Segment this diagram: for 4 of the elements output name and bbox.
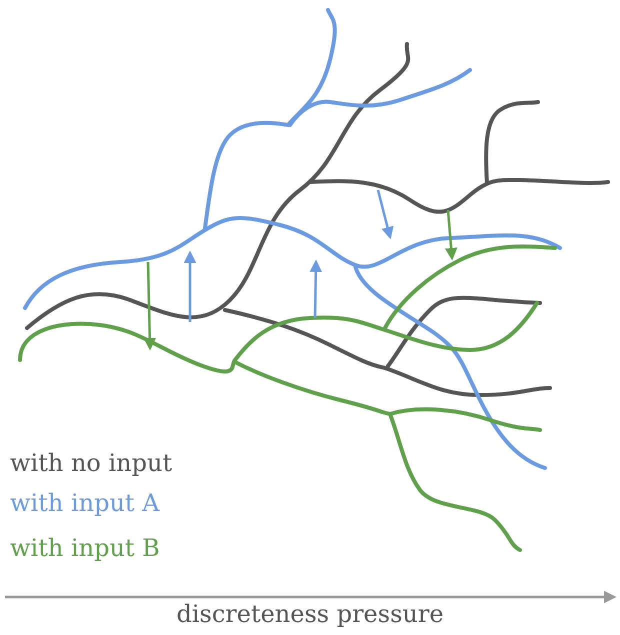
legend-text: with no input bbox=[10, 448, 172, 478]
legend-text: with input A bbox=[10, 488, 160, 518]
axis-label: discreteness pressure bbox=[175, 600, 445, 628]
legend-text: with input B bbox=[10, 533, 160, 563]
